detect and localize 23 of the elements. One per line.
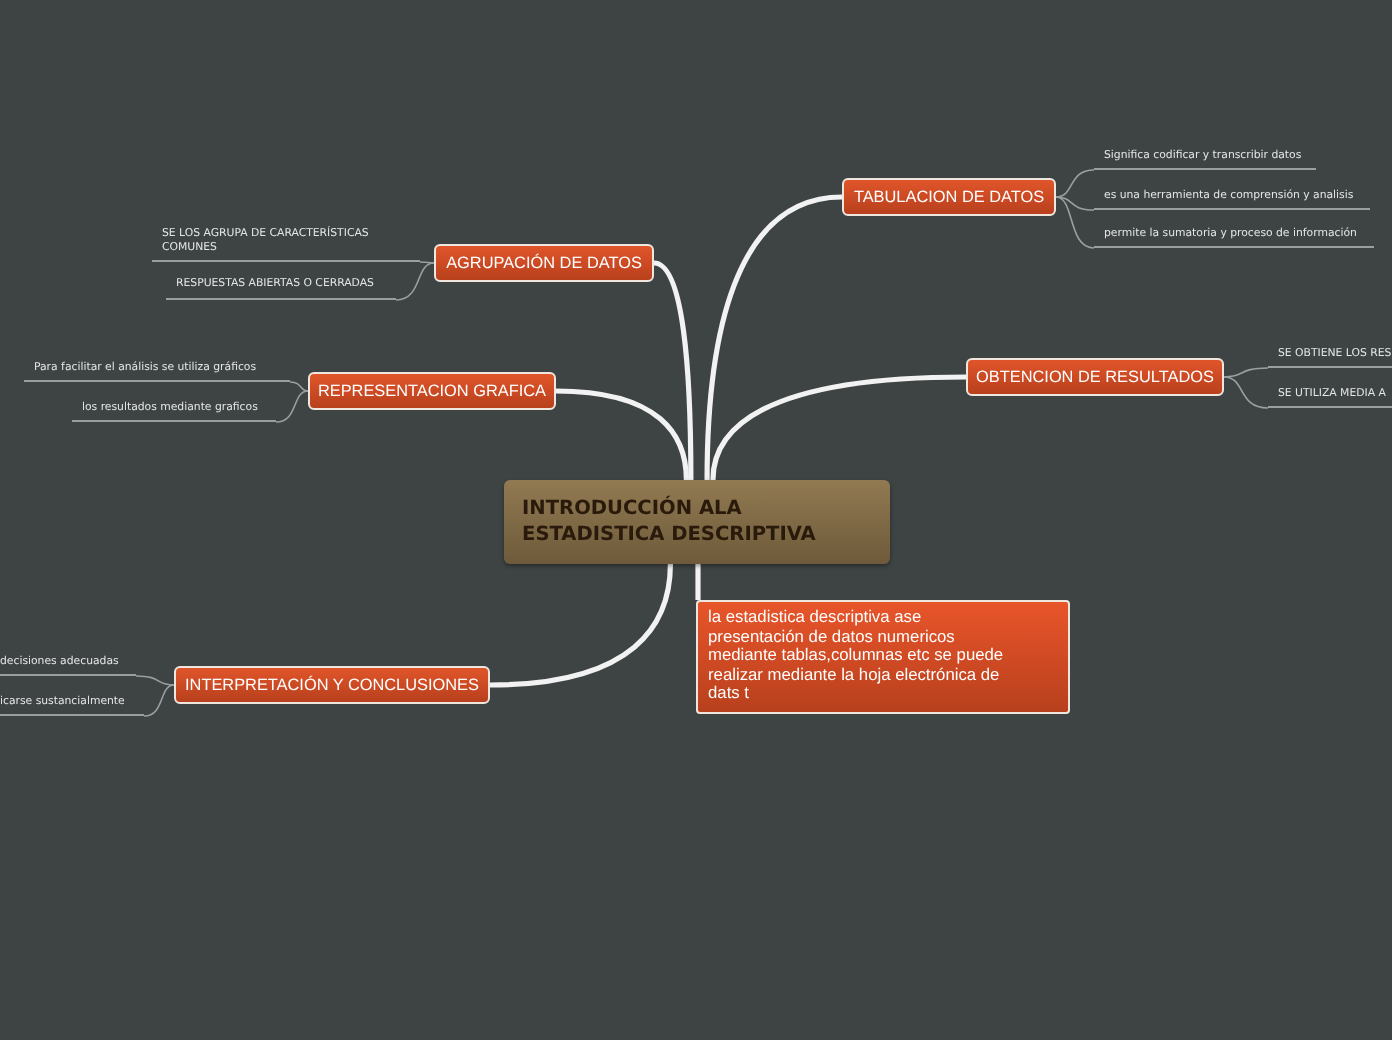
topic-box: OBTENCION DE RESULTADOS — [966, 358, 1224, 396]
connector-line — [143, 684, 175, 717]
connector-line — [275, 390, 309, 423]
topic-box: AGRUPACIÓN DE DATOS — [434, 244, 654, 282]
connector-line — [555, 388, 689, 481]
connector-line — [289, 381, 309, 392]
connector-line — [1055, 196, 1095, 211]
topic-box: REPRESENTACION GRAFICA — [308, 372, 556, 410]
connector-line — [395, 262, 435, 301]
connector-line — [1223, 367, 1269, 378]
connector-line — [653, 260, 694, 480]
connector-line — [1055, 196, 1095, 249]
connector-line — [489, 563, 673, 688]
connector-line — [135, 675, 175, 686]
connector-line — [1055, 169, 1095, 198]
connector-line — [1223, 376, 1269, 409]
central-topic-box: INTRODUCCIÓN ALA ESTADISTICA DESCRIPTIVA — [504, 480, 890, 564]
connector-line — [695, 564, 701, 600]
connector-line — [704, 194, 843, 481]
topic-box: INTERPRETACIÓN Y CONCLUSIONES — [174, 666, 490, 704]
connector-line — [710, 374, 967, 481]
topic-box: TABULACION DE DATOS — [842, 178, 1056, 216]
note-box: la estadistica descriptiva ase presentación de datos numericos mediante tablas,columnas etc se puede realizar mediante la hoja electrónica de dats t — [696, 600, 1070, 714]
